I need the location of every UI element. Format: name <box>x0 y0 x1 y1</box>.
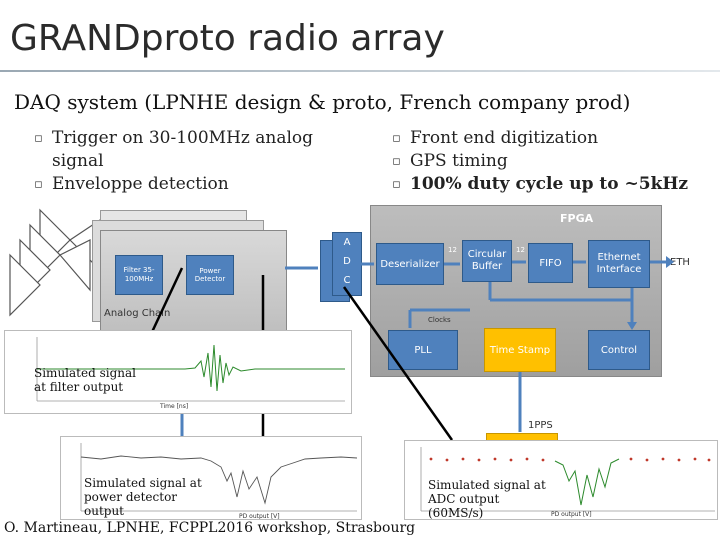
x-axis-label: PD output [V] <box>551 511 592 518</box>
analog-chain-label: Analog Chain <box>104 308 171 319</box>
x-axis-label: PD output [V] <box>239 513 280 520</box>
adc-signal-trace <box>420 447 715 512</box>
adc-letter: D <box>343 256 351 267</box>
eth-label: ETH <box>670 257 690 268</box>
adc-letter: C <box>343 275 351 286</box>
arrow-mark: 12 <box>516 246 525 254</box>
filter-signal-trace <box>36 337 345 402</box>
filter-output-caption: Simulated signal at filter output <box>34 366 136 394</box>
bullet-list-left: ▫Trigger on 30-100MHz analog signal ▫Env… <box>32 127 352 196</box>
bullet-marker-icon: ▫ <box>34 177 43 192</box>
title-divider <box>0 70 720 72</box>
arrow-mark: 12 <box>448 246 457 254</box>
page-title: GRANDproto radio array <box>10 18 445 59</box>
power-detector-plot: PD output [V] <box>60 436 362 520</box>
control-block: Control <box>588 330 650 370</box>
bullet-item: ▫GPS timing <box>392 151 508 171</box>
bullet-marker-icon: ▫ <box>392 154 401 169</box>
ethernet-interface-block: Ethernet Interface <box>588 240 650 288</box>
adc-block: A D C <box>332 232 362 296</box>
adc-output-caption: Simulated signal at ADC output (60MS/s) <box>428 478 546 520</box>
adc-output-plot: PD output [V] <box>404 440 718 520</box>
power-detector-block: Power Detector <box>186 255 234 295</box>
deserializer-block: Deserializer <box>376 243 444 285</box>
fpga-label: FPGA <box>560 212 594 225</box>
fifo-block: FIFO <box>528 243 573 283</box>
bullet-list-right: ▫Front end digitization ▫GPS timing ▫100… <box>390 127 720 196</box>
x-axis-label: Time [ns] <box>160 403 189 410</box>
bullet-marker-icon: ▫ <box>34 131 43 146</box>
bullet-item: ▫Front end digitization <box>392 128 599 148</box>
circular-buffer-block: Circular Buffer <box>462 240 512 282</box>
bullet-marker-icon: ▫ <box>392 177 401 192</box>
pll-block: PLL <box>388 330 458 370</box>
filter-output-plot: Time [ns] <box>4 330 352 414</box>
pps-label: 1PPS <box>528 420 553 431</box>
filter-block: Filter 35-100MHz <box>115 255 163 295</box>
power-detector-caption: Simulated signal at power detector outpu… <box>84 476 202 518</box>
bullet-marker-icon: ▫ <box>392 131 401 146</box>
clocks-label: Clocks <box>428 316 451 324</box>
power-detector-signal-trace <box>80 443 358 512</box>
adc-letter: A <box>343 237 351 248</box>
time-stamp-block: Time Stamp <box>484 328 556 372</box>
bullet-item: ▫Trigger on 30-100MHz analog signal <box>34 128 314 171</box>
bullet-item: ▫100% duty cycle up to ~5kHz <box>392 174 689 194</box>
bullet-item: ▫Enveloppe detection <box>34 174 229 194</box>
footer-credit: O. Martineau, LPNHE, FCPPL2016 workshop,… <box>4 520 416 536</box>
subtitle: DAQ system (LPNHE design & proto, French… <box>14 90 631 114</box>
